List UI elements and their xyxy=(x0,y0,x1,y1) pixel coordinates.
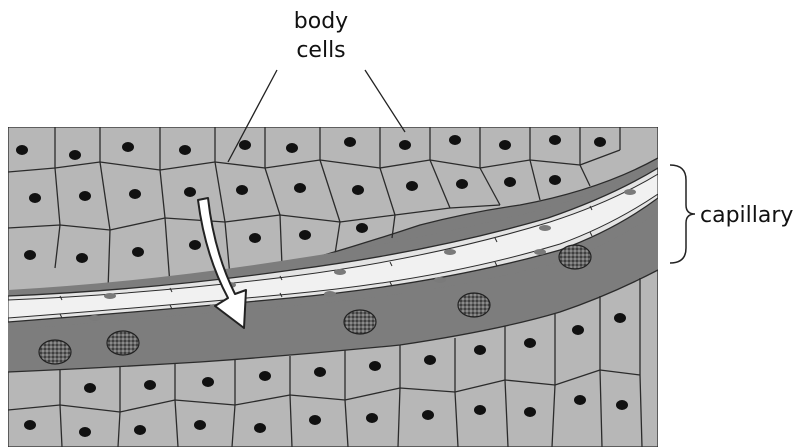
label-capillary: capillary xyxy=(700,203,793,228)
red-blood-cell xyxy=(559,245,591,269)
red-blood-cell xyxy=(107,331,139,355)
tissue-section xyxy=(8,127,658,447)
red-blood-cell xyxy=(39,340,71,364)
label-body: body xyxy=(294,9,348,34)
red-blood-cell xyxy=(458,293,490,317)
red-blood-cell xyxy=(344,310,376,334)
curly-brace-icon xyxy=(670,165,695,263)
label-cells: cells xyxy=(296,38,345,63)
